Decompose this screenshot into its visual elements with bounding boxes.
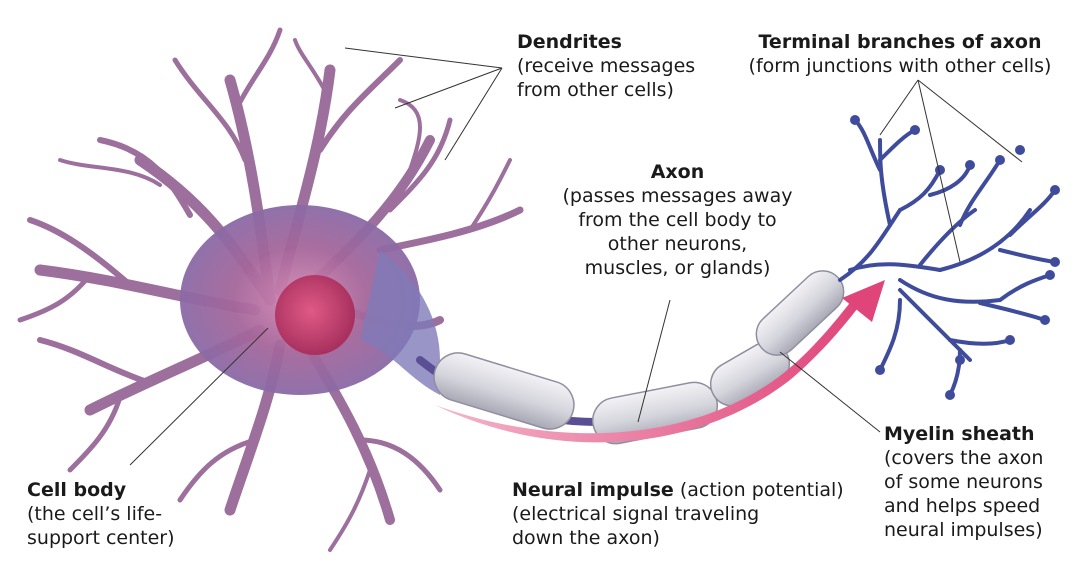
axon-desc-1: (passes messages away xyxy=(562,185,793,207)
leader-lines xyxy=(129,47,1023,466)
axon-label: Axon (passes messages away from the cell… xyxy=(545,160,810,280)
myelin-sheath-desc-4: neural impulses) xyxy=(884,519,1043,541)
myelin-sheath xyxy=(433,270,845,445)
myelin-sheath-desc-3: and helps speed xyxy=(884,495,1041,517)
neural-impulse-arrow xyxy=(435,280,885,443)
dendrites-title: Dendrites xyxy=(517,31,622,53)
axon-desc-3: other neurons, xyxy=(607,233,748,255)
myelin-sheath-label: Myelin sheath (covers the axon of some n… xyxy=(884,422,1043,542)
neural-impulse-suffix: (action potential) xyxy=(673,479,844,501)
terminal-buttons xyxy=(850,115,1060,400)
myelin-sheath-desc-2: of some neurons xyxy=(884,471,1043,493)
myelin-sheath-title: Myelin sheath xyxy=(884,423,1035,445)
cell-body-title: Cell body xyxy=(27,479,127,501)
axon-desc-2: from the cell body to xyxy=(578,209,777,231)
neural-impulse-desc-1: (electrical signal traveling xyxy=(512,503,760,525)
myelin-sheath-desc-1: (covers the axon xyxy=(884,447,1044,469)
axon-desc-4: muscles, or glands) xyxy=(584,257,771,279)
nucleus xyxy=(275,275,355,355)
terminal-branches-desc-1: (form junctions with other cells) xyxy=(748,55,1052,77)
cell-body-desc-2: support center) xyxy=(27,527,175,549)
cell-body-desc-1: (the cell’s life- xyxy=(27,503,163,525)
neural-impulse-title: Neural impulse xyxy=(512,479,674,501)
terminal-branches-title: Terminal branches of axon xyxy=(758,31,1042,53)
cell-body-label: Cell body (the cell’s life- support cent… xyxy=(27,478,175,550)
neural-impulse-heading: Neural impulse (action potential) xyxy=(512,478,844,502)
dendrites-desc-2: from other cells) xyxy=(517,79,674,101)
dendrites-label: Dendrites (receive messages from other c… xyxy=(517,30,695,102)
terminal-branches-label: Terminal branches of axon (form junction… xyxy=(735,30,1065,78)
neural-impulse-label: Neural impulse (action potential) (elect… xyxy=(512,478,844,550)
neural-impulse-desc-2: down the axon) xyxy=(512,527,660,549)
axon-title: Axon xyxy=(650,161,705,183)
dendrites-desc-1: (receive messages xyxy=(517,55,696,77)
terminal-branches xyxy=(838,118,1057,397)
